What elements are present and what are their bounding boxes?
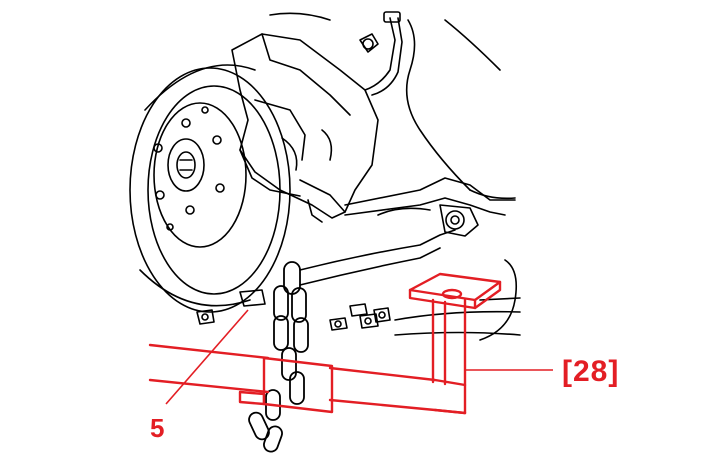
- body-outline: [269, 12, 518, 341]
- wheel-hub: [153, 106, 225, 231]
- brake-disc: [129, 64, 291, 313]
- callout-part-5: 5: [150, 413, 165, 443]
- chain: [248, 261, 309, 453]
- control-arm: [299, 177, 516, 286]
- support-tool: [148, 272, 502, 415]
- callout-leaders: [165, 309, 553, 405]
- subframe-bolts: [329, 303, 391, 331]
- brake-caliper: [231, 33, 379, 223]
- subframe: [394, 297, 521, 336]
- leader-part-5: [165, 309, 249, 405]
- brake-hose: [359, 11, 403, 96]
- line-art: [129, 11, 521, 453]
- ball-joint: [196, 289, 266, 325]
- callout-tool-28: [28]: [562, 355, 620, 388]
